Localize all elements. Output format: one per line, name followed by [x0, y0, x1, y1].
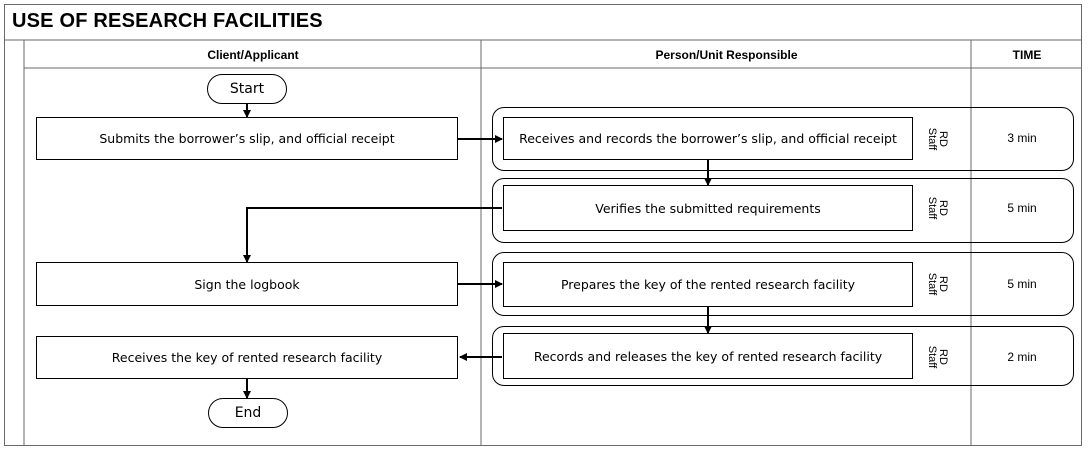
column-header-client: Client/Applicant	[207, 48, 299, 62]
process-step-receive-records: Receives and records the borrower’s slip…	[503, 117, 913, 160]
responsible-label: RD Staff	[926, 345, 949, 369]
process-step-prepare-key: Prepares the key of the rented research …	[503, 262, 913, 307]
responsible-label: RD Staff	[926, 272, 949, 296]
end-terminal: End	[208, 398, 288, 428]
responsible-label: RD Staff	[926, 196, 949, 220]
time-value: 3 min	[1007, 131, 1037, 145]
time-value: 2 min	[1007, 350, 1037, 364]
page-title: USE OF RESEARCH FACILITIES	[12, 10, 323, 32]
client-step-receive-key: Receives the key of rented research faci…	[36, 336, 458, 379]
process-step-release-key: Records and releases the key of rented r…	[503, 333, 913, 379]
start-terminal: Start	[207, 74, 287, 104]
client-step-submit: Submits the borrower’s slip, and officia…	[36, 117, 458, 160]
column-header-time: TIME	[1012, 48, 1042, 62]
process-step-verify: Verifies the submitted requirements	[503, 185, 913, 231]
column-header-person: Person/Unit Responsible	[655, 48, 798, 62]
process-group-2	[492, 178, 1074, 243]
flowchart-frame	[4, 4, 1082, 446]
responsible-label: RD Staff	[926, 127, 949, 151]
time-value: 5 min	[1007, 277, 1037, 291]
time-value: 5 min	[1007, 201, 1037, 215]
client-step-logbook: Sign the logbook	[36, 262, 458, 306]
